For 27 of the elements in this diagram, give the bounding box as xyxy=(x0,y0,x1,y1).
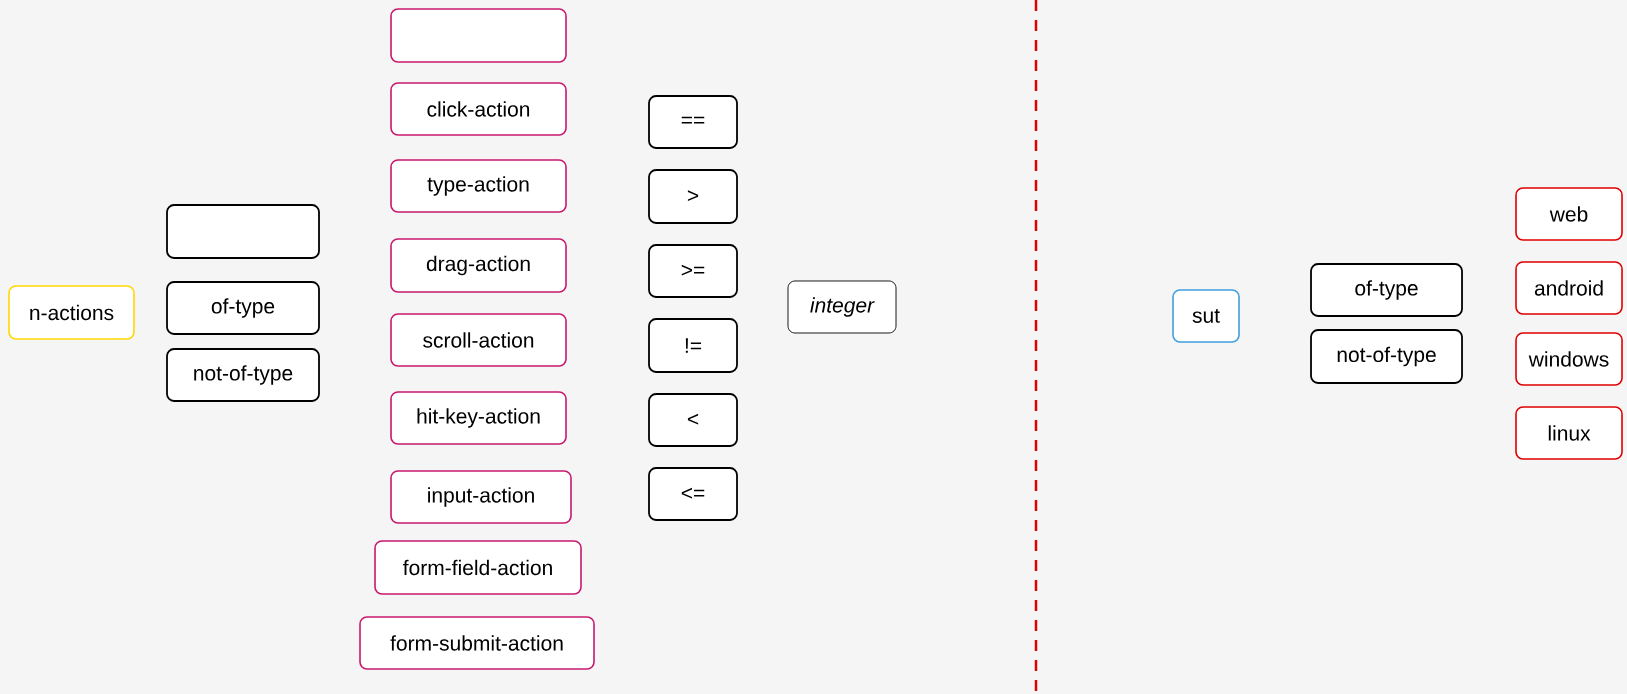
term-box: not-of-type xyxy=(166,348,320,402)
term-box: click-action xyxy=(390,82,567,136)
empty-box xyxy=(390,8,567,63)
operator-box: >= xyxy=(648,244,738,298)
term-box: not-of-type xyxy=(1310,329,1463,384)
term-box: sut xyxy=(1172,289,1240,343)
term-box: form-submit-action xyxy=(359,616,595,670)
term-box: drag-action xyxy=(390,238,567,293)
term-box: n-actions xyxy=(8,285,135,340)
term-box: linux xyxy=(1515,406,1623,460)
empty-box xyxy=(166,204,320,259)
term-box: of-type xyxy=(166,281,320,335)
operator-box: != xyxy=(648,318,738,373)
term-box: form-field-action xyxy=(374,540,582,595)
term-box: hit-key-action xyxy=(390,391,567,445)
term-box: input-action xyxy=(390,470,572,524)
operator-box: == xyxy=(648,95,738,149)
operator-box: < xyxy=(648,393,738,447)
term-box: windows xyxy=(1515,332,1623,386)
term-box: web xyxy=(1515,187,1623,241)
type-box: integer xyxy=(787,280,897,334)
operator-box: <= xyxy=(648,467,738,521)
operator-box: > xyxy=(648,169,738,224)
term-box: type-action xyxy=(390,159,567,213)
term-box: of-type xyxy=(1310,263,1463,317)
term-box: scroll-action xyxy=(390,313,567,367)
term-box: android xyxy=(1515,261,1623,315)
